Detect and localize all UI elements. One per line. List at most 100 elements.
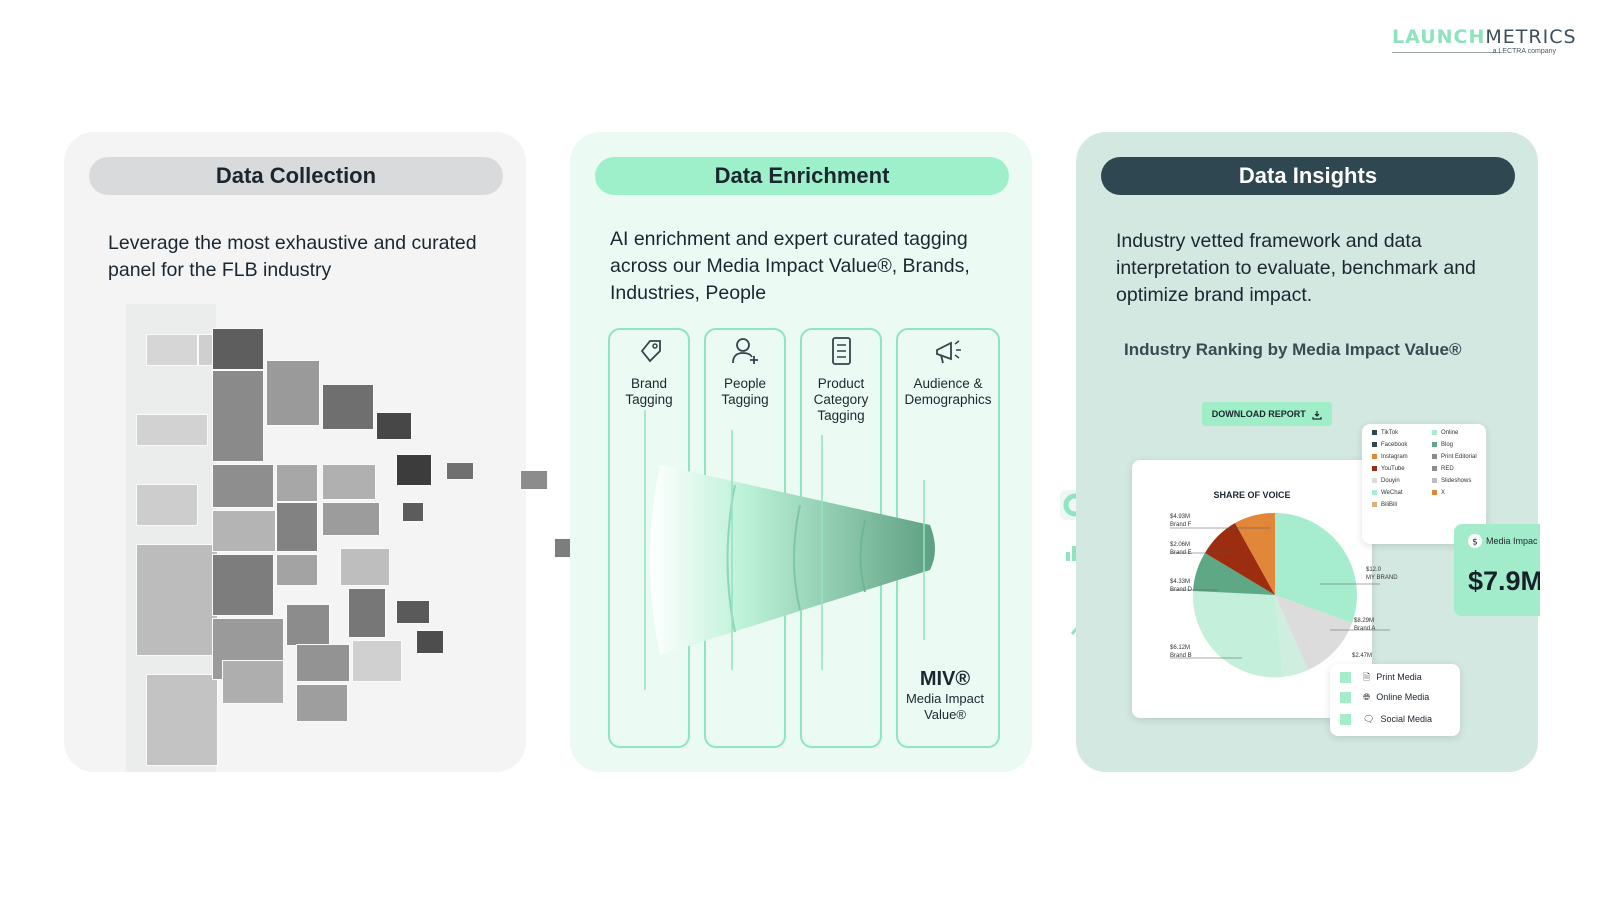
download-report-label: DOWNLOAD REPORT bbox=[1211, 409, 1306, 419]
pie-slice-unlabeled bbox=[1275, 595, 1308, 677]
logo-text-metrics: METRICS bbox=[1485, 26, 1577, 48]
legend-swatch bbox=[1340, 692, 1351, 704]
miv-value-card: $ Media Impac $7.9M bbox=[1454, 524, 1540, 616]
panel-title: Data Insights bbox=[1101, 157, 1515, 195]
collage-image bbox=[266, 360, 320, 426]
collage-image bbox=[212, 510, 276, 552]
collage-image bbox=[222, 660, 284, 704]
pie-label-value: $8.29M bbox=[1354, 618, 1375, 624]
user-plus-icon bbox=[732, 338, 758, 364]
svg-text:$: $ bbox=[1472, 538, 1478, 548]
pie-label-name: Brand B bbox=[1170, 653, 1192, 659]
column-guide-lines bbox=[644, 410, 925, 690]
legend-item: Print Editorial bbox=[1432, 454, 1477, 460]
download-report-button[interactable]: DOWNLOAD REPORT bbox=[1202, 402, 1332, 426]
collage-image bbox=[212, 554, 274, 616]
collage-image bbox=[276, 554, 318, 586]
legend-swatch bbox=[1340, 672, 1351, 684]
pie-slice-brand-e bbox=[1205, 523, 1275, 595]
pie-leader-lines bbox=[1170, 527, 1390, 659]
collage-image bbox=[446, 462, 474, 480]
miv-subtitle: Media Impact Value® bbox=[905, 691, 985, 722]
collage-image bbox=[146, 674, 218, 766]
pie-slice-brand-a bbox=[1275, 595, 1352, 670]
collage-image bbox=[286, 604, 330, 646]
legend-label: RED bbox=[1441, 466, 1454, 473]
collage-image bbox=[212, 328, 264, 370]
legend-item: Slideshows bbox=[1432, 478, 1471, 484]
collage-image bbox=[136, 484, 198, 526]
tag-icon bbox=[640, 340, 661, 363]
panel-title: Data Collection bbox=[89, 157, 503, 195]
legend-item: TikTok bbox=[1372, 430, 1398, 436]
launchmetrics-logo: LAUNCHMETRICS a LECTRA company bbox=[1392, 26, 1576, 60]
collage-image bbox=[296, 684, 348, 722]
collage-image bbox=[322, 502, 380, 536]
legend-label: BiliBili bbox=[1381, 502, 1398, 509]
pie-label-value: $6.12M bbox=[1170, 645, 1191, 651]
legend-label: Instagram bbox=[1381, 454, 1408, 461]
legend-swatch bbox=[1340, 714, 1351, 726]
panel-description: Leverage the most exhaustive and curated… bbox=[108, 232, 477, 281]
legend-item: Douyin bbox=[1372, 478, 1400, 484]
funnel-divider bbox=[859, 519, 866, 593]
collage-image bbox=[212, 370, 264, 462]
legend-label: Slideshows bbox=[1441, 478, 1472, 485]
insights-subtitle: Industry Ranking by Media Impact Value® bbox=[1124, 340, 1462, 359]
miv-block: MIV® Media Impact Value® bbox=[890, 668, 1000, 723]
legend-label: Print Editorial bbox=[1441, 454, 1477, 461]
pie-slice-my-brand bbox=[1275, 513, 1357, 623]
collage-image bbox=[416, 630, 444, 654]
logo-divider bbox=[1392, 52, 1500, 53]
media-type-label: Social Media bbox=[1380, 714, 1432, 724]
megaphone-icon bbox=[936, 340, 961, 364]
legend-item: WeChat bbox=[1372, 490, 1403, 496]
pie-label-value: $12.0 bbox=[1366, 567, 1382, 573]
pie-label-value: $4.33M bbox=[1170, 579, 1191, 585]
media-type-social: 🗨 Social Media bbox=[1340, 714, 1432, 726]
media-type-online: 🌐︎Online Media bbox=[1340, 692, 1429, 704]
pie-slice-brand-d bbox=[1193, 553, 1275, 595]
legend-label: Facebook bbox=[1381, 442, 1408, 449]
share-of-voice-pie bbox=[1192, 512, 1357, 678]
logo-subtext: a LECTRA company bbox=[1492, 48, 1556, 55]
media-type-legend-card: 🗎Print Media 🌐︎Online Media 🗨Social Medi… bbox=[1330, 664, 1460, 736]
pie-label-name: MY BRAND bbox=[1366, 575, 1398, 581]
column-label: Audience & Demographics bbox=[904, 376, 992, 407]
collage-image bbox=[396, 600, 430, 624]
collage-image bbox=[402, 502, 424, 522]
panel-description: Industry vetted framework and data inter… bbox=[1116, 230, 1476, 306]
pie-label-value: $2.47M bbox=[1352, 653, 1373, 659]
pie-label-unlabeled: $2.47M bbox=[1352, 652, 1372, 660]
panel-title: Data Enrichment bbox=[595, 157, 1009, 195]
pie-slice-brand-f bbox=[1235, 512, 1275, 595]
globe-icon: 🌐︎ bbox=[1363, 692, 1371, 702]
enrichment-funnel bbox=[644, 410, 935, 690]
chat-icon: 🗨 bbox=[1363, 714, 1375, 724]
collage-image bbox=[146, 334, 198, 366]
collage-image bbox=[376, 412, 412, 440]
collage-image bbox=[348, 588, 386, 638]
legend-item: X bbox=[1432, 490, 1445, 496]
data-collection-panel: Data Collection Leverage the most exhaus… bbox=[64, 132, 526, 772]
legend-item: Facebook bbox=[1372, 442, 1407, 448]
funnel-shape bbox=[650, 465, 935, 655]
miv-card-value: $7.9M bbox=[1468, 566, 1540, 596]
download-icon bbox=[1312, 410, 1322, 420]
collage-image bbox=[212, 464, 274, 508]
pie-label-brand-b: $6.12M Brand B bbox=[1170, 644, 1192, 660]
pie-slice-brand-b bbox=[1192, 591, 1283, 678]
legend-label: YouTube bbox=[1381, 466, 1405, 473]
miv-card-label: Media Impac bbox=[1486, 536, 1538, 546]
legend-label: WeChat bbox=[1381, 490, 1403, 497]
legend-item: Online bbox=[1432, 430, 1458, 436]
legend-item: Blog bbox=[1432, 442, 1453, 448]
checklist-icon bbox=[832, 337, 851, 365]
collage-image bbox=[136, 414, 208, 446]
collage-image bbox=[276, 502, 318, 552]
panel-description: AI enrichment and expert curated tagging… bbox=[610, 228, 970, 304]
pie-label-value: $2.06M bbox=[1170, 542, 1191, 548]
legend-label: X bbox=[1441, 490, 1446, 497]
